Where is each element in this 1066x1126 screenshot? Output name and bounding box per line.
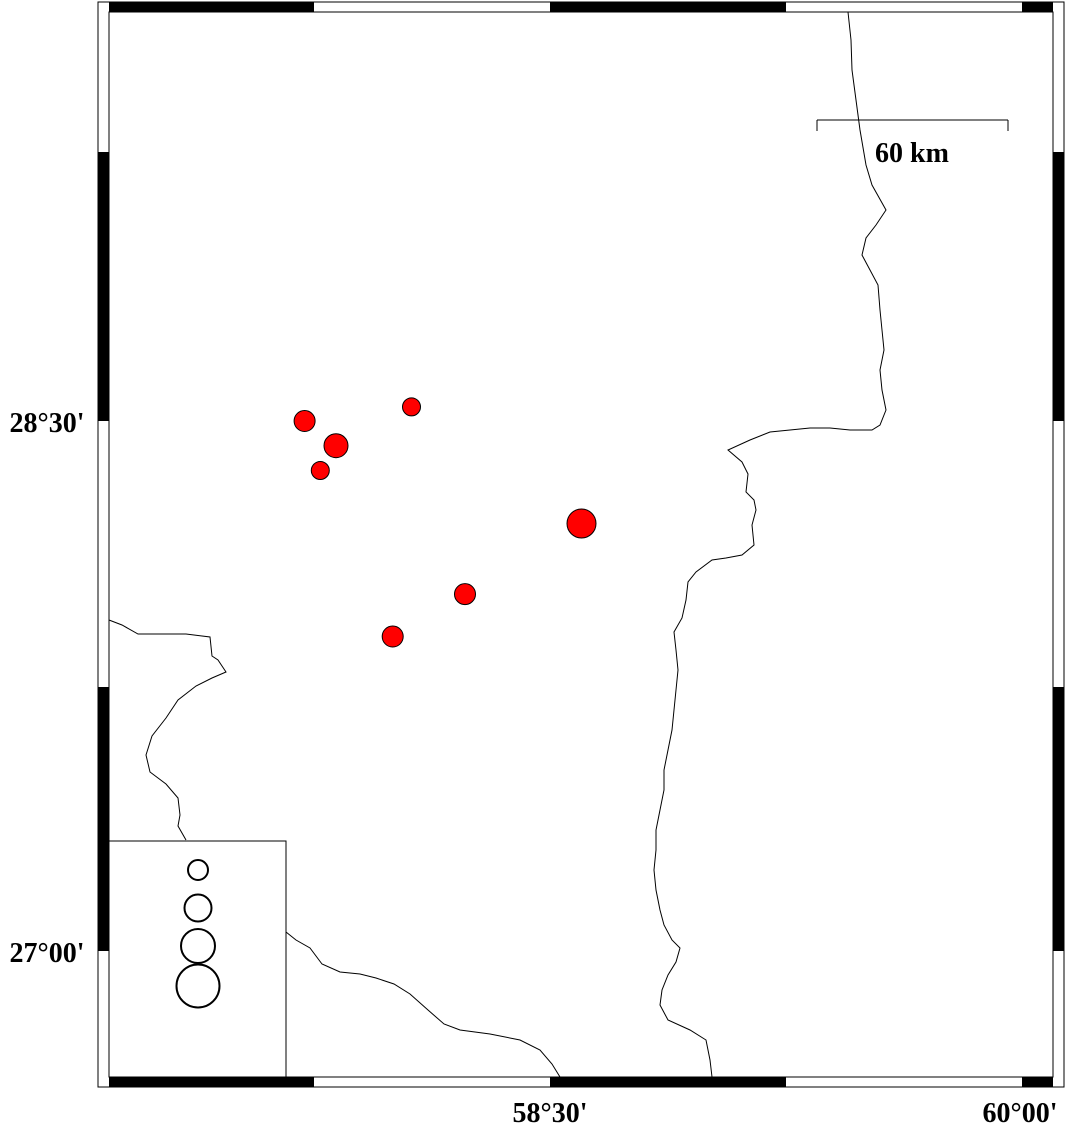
scale-bar: 60 km <box>816 119 1009 169</box>
legend-symbols <box>175 859 221 1009</box>
earthquake-event-marker <box>323 433 349 459</box>
frame-ticks-right <box>1053 152 1064 951</box>
earthquake-event-marker <box>381 625 404 648</box>
earthquake-event-marker <box>402 397 421 417</box>
south-boundary-line <box>285 931 561 1078</box>
events-layer <box>293 397 597 648</box>
legend-box <box>108 840 287 1078</box>
longitude-label-58-30: 58°30' <box>513 1098 588 1126</box>
frame-ticks-top <box>109 2 1053 12</box>
legend-size-circle-medium <box>183 893 213 923</box>
legend-size-circle-large <box>180 928 216 964</box>
frame-ticks-bottom <box>109 1077 1053 1087</box>
east-boundary-line <box>653 11 887 1078</box>
earthquake-event-marker <box>454 583 476 606</box>
legend-size-circle-small <box>187 859 209 881</box>
boundary-lines <box>108 11 887 1078</box>
southwest-boundary-line <box>108 619 227 841</box>
earthquake-event-marker <box>293 410 316 432</box>
frame-ticks-left <box>98 152 109 951</box>
earthquake-event-marker <box>566 508 597 539</box>
legend-size-circle-xlarge <box>175 963 221 1009</box>
longitude-label-60-00: 60°00' <box>983 1098 1058 1126</box>
latitude-label-28-30: 28°30' <box>10 408 85 439</box>
scale-bar-label: 60 km <box>875 138 949 169</box>
earthquake-event-marker <box>310 461 330 480</box>
latitude-label-27-00: 27°00' <box>10 938 85 969</box>
